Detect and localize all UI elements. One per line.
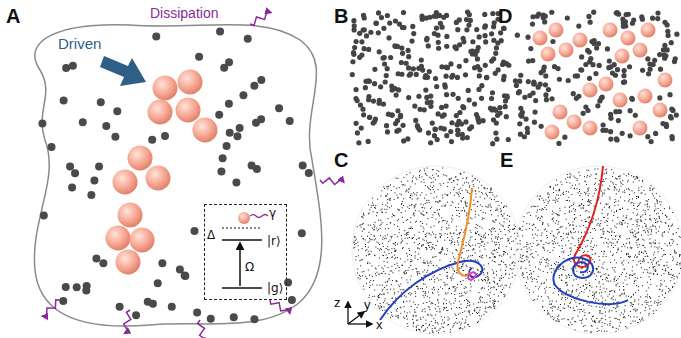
inset-box: |r⟩ ΔγΩ |g⟩ — [204, 204, 287, 300]
panel-letter: D — [498, 6, 512, 26]
panel-d-atoms — [513, 10, 680, 146]
drive-arrow — [100, 56, 146, 86]
panel-letter: C — [334, 150, 348, 170]
trajectories-e — [553, 166, 628, 304]
level-label: Ω — [245, 261, 254, 273]
panel-letter: E — [500, 150, 513, 170]
level-scheme — [222, 212, 268, 288]
panel-letter: B — [334, 6, 348, 26]
trajectories-c — [380, 188, 482, 320]
rydberg-atoms — [106, 70, 218, 275]
dissipation-label: Dissipation — [150, 6, 218, 20]
ensemble-outline — [34, 25, 321, 327]
level-label: Δ — [207, 229, 215, 241]
drive-label: Driven — [58, 36, 101, 51]
level-label: γ — [269, 207, 276, 219]
panel-letter: A — [6, 6, 20, 26]
ground-atoms — [38, 28, 312, 324]
bloch-sphere-c — [353, 167, 518, 333]
axis-label: z — [334, 296, 341, 309]
level-label: |r⟩ — [267, 235, 281, 247]
level-label: |g⟩ — [267, 282, 283, 294]
axis-label: x — [376, 318, 383, 331]
dissipation-arrows — [40, 10, 344, 338]
panel-b-atoms — [350, 9, 512, 146]
axis-label: y — [364, 298, 371, 311]
